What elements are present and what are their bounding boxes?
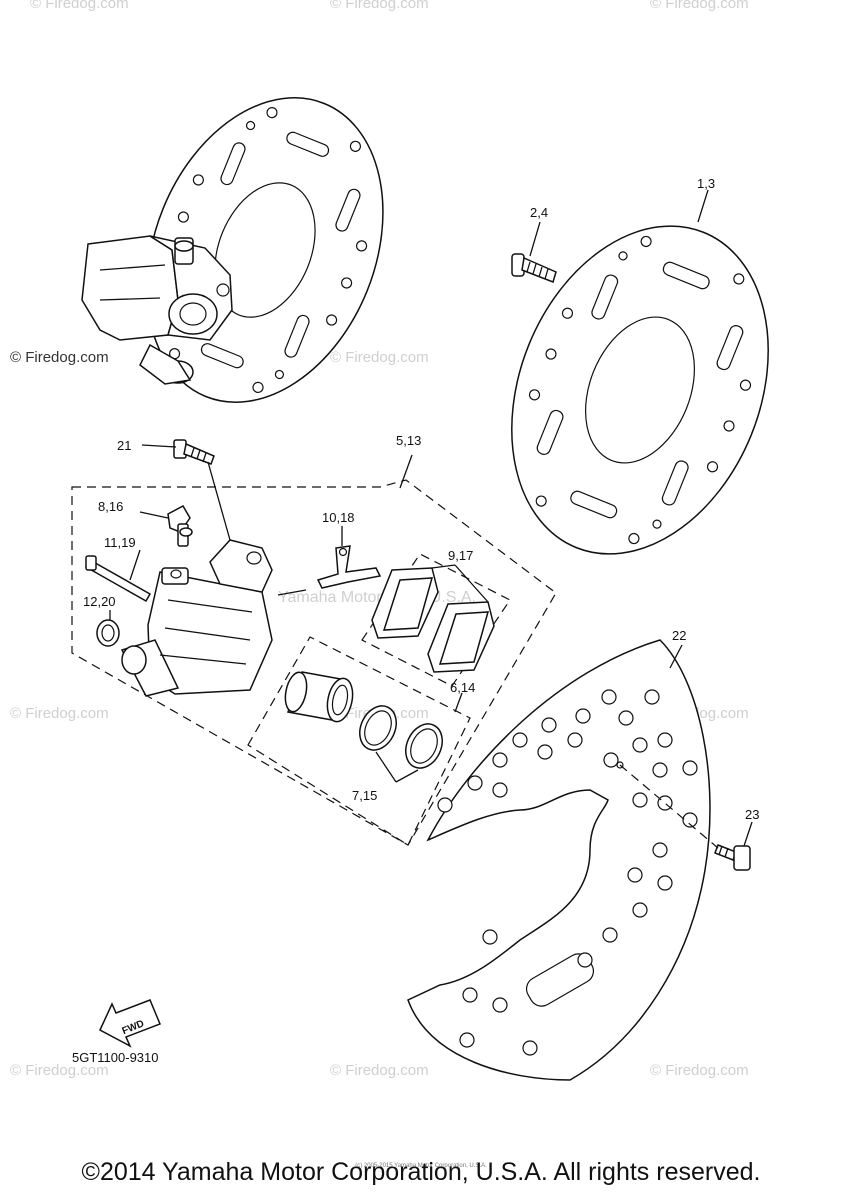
callout-labels: 1,3 2,4 21 5,13 8,16 10,18 11,19 9,17 12…	[83, 176, 759, 822]
watermark-firedog: © Firedog.com	[650, 0, 749, 12]
small-copyright-note: (c) 2005-2015 Yamaha Motor Corporation, …	[355, 1163, 487, 1169]
forward-arrow: FWD	[99, 999, 161, 1048]
callout-label: 5,13	[396, 433, 421, 448]
watermark-firedog: © Firedog.com	[30, 0, 129, 12]
caliper-piston	[284, 671, 354, 723]
watermark-firedog: © Firedog.com	[650, 1062, 749, 1079]
disc-bolt	[511, 253, 557, 283]
bleed-screw	[167, 504, 193, 547]
caliper-bolt	[173, 439, 215, 465]
watermark-firedog: © Firedog.com	[330, 0, 429, 12]
watermark-firedog: © Firedog.com	[10, 1062, 109, 1079]
callout-label: 7,15	[352, 788, 377, 803]
callout-label: 2,4	[530, 205, 548, 220]
piston-seal-outline	[247, 636, 471, 846]
diagram-code: 5GT1100-9310	[72, 1050, 159, 1065]
caliper-assembly-outline	[71, 479, 557, 846]
callout-label: 23	[745, 807, 759, 822]
piston-seal-set	[359, 705, 443, 769]
callout-label: 12,20	[83, 594, 116, 609]
brake-pad-set	[371, 567, 495, 673]
callout-label: 8,16	[98, 499, 123, 514]
watermark-firedog: © Firedog.com	[330, 349, 429, 366]
pad-spring	[316, 545, 382, 589]
assembled-caliper	[81, 235, 233, 385]
leader-lines	[109, 189, 753, 849]
callout-label: 21	[117, 438, 131, 453]
callout-label: 10,18	[322, 510, 355, 525]
caliper-body	[120, 539, 273, 697]
watermark-firedog: © Firedog.com	[10, 705, 109, 722]
disc-cover	[407, 639, 711, 1081]
callout-label: 22	[672, 628, 686, 643]
caliper-pin	[84, 555, 152, 603]
callout-label: 6,14	[450, 680, 475, 695]
front-brake-disc	[511, 225, 769, 555]
callout-label: 1,3	[697, 176, 715, 191]
callout-label: 9,17	[448, 548, 473, 563]
copyright-footer: ©2014 Yamaha Motor Corporation, U.S.A. A…	[81, 1158, 761, 1186]
watermark-firedog-dark: © Firedog.com	[10, 349, 109, 366]
watermark-yamaha: Yamaha Motor Corp. U.S.A.	[278, 589, 476, 606]
disc-cover-bolt	[714, 844, 751, 871]
pin-boot	[96, 619, 120, 647]
watermark-firedog: © Firedog.com	[330, 1062, 429, 1079]
callout-label: 11,19	[104, 535, 136, 550]
